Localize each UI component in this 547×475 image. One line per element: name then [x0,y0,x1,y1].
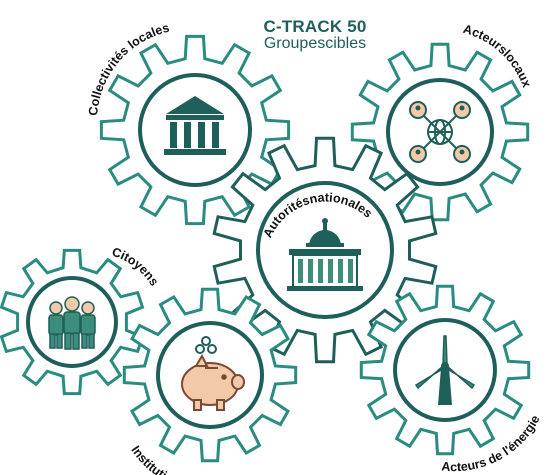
capitol-building-icon [287,218,363,291]
diagram-title: C-TRACK 50 [263,17,367,36]
gear-institutions: Institutions financières [122,287,298,475]
network-globe-people-icon [409,101,471,163]
piggy-bank-icon [181,336,245,411]
diagram-subtitle: Groupescibles [263,34,367,52]
label-institutions: Institutions financières [128,443,253,475]
people-group-icon [48,296,96,350]
bank-building-icon [164,96,226,155]
diagram-title-block: C-TRACK 50 Groupescibles [230,18,400,53]
gear-autorites: Autoritésnationales [212,136,438,364]
wind-turbine-icon [414,335,476,405]
